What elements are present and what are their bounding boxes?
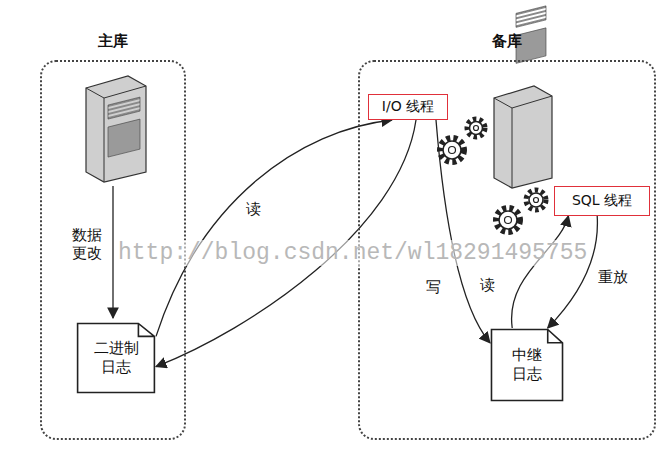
server-icon <box>86 76 146 182</box>
edge-label: 读 <box>244 200 263 218</box>
node-label: SQL 线程 <box>572 192 632 210</box>
edge-label: 写 <box>424 278 443 296</box>
thread-box: I/O 线程 <box>368 94 448 120</box>
region-heading: 备库 <box>360 32 654 51</box>
flow-arrow <box>512 216 569 328</box>
region-heading: 主库 <box>42 32 184 51</box>
flow-label: 数据 更改 <box>70 226 107 262</box>
watermark: http://blog.csdn.net/wl18291495755 <box>118 240 587 266</box>
flow-arrow <box>156 120 392 336</box>
edge-label: 重放 <box>596 268 630 286</box>
flow-arrow <box>436 120 490 343</box>
data-change-arrow <box>112 186 113 318</box>
log-document: 中继 日志 <box>490 328 564 402</box>
node-label: 中继 日志 <box>509 346 545 384</box>
gear-icon <box>440 119 485 162</box>
thread-box: SQL 线程 <box>554 186 650 216</box>
node-label: I/O 线程 <box>382 98 434 116</box>
node-label: 二进制 日志 <box>91 339 142 377</box>
flow-arrow <box>548 216 598 328</box>
edge-label: 读 <box>478 276 497 294</box>
gear-icon <box>496 190 546 232</box>
log-document: 二进制 日志 <box>76 322 156 394</box>
